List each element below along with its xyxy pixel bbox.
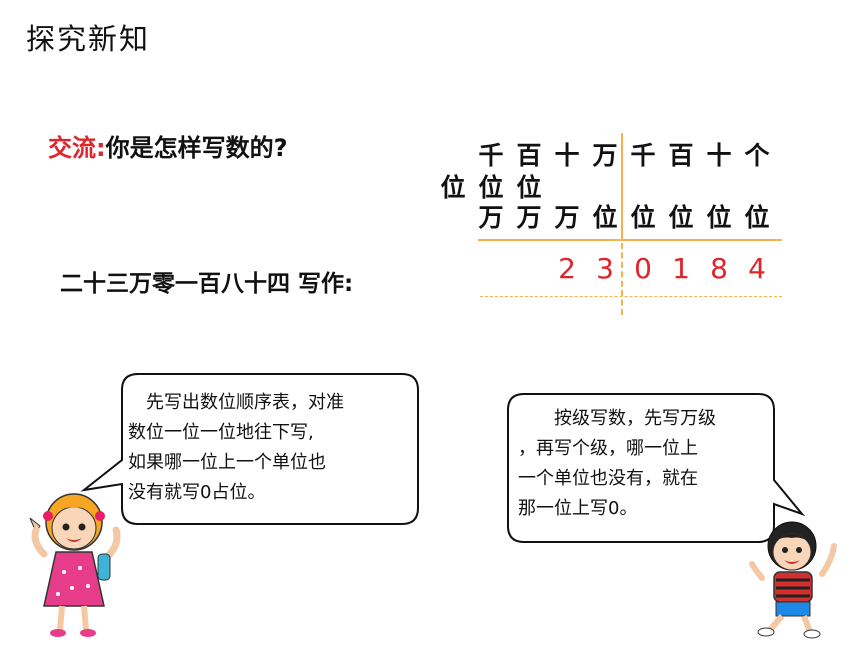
place-cell: 万 [592,141,618,170]
place-cell: 百 [668,141,694,170]
prompt-question: 你是怎样写数的? [105,134,288,162]
place-cell: 位 [516,173,542,202]
place-cell: 位 [478,173,504,202]
discussion-prompt: 交流:你是怎样写数的? [48,128,288,163]
place-cell: 十 [706,141,732,170]
girl-character-illustration [29,493,121,637]
table-baseline-dashed [480,296,782,297]
digit: 2 [558,252,576,285]
speech-bubble-left [80,373,419,525]
prompt-label: 交流: [48,134,106,162]
digit: 0 [634,252,652,285]
place-cell: 位 [668,203,694,232]
digit: 4 [748,252,766,285]
place-cell: 万 [516,203,542,232]
digit: 8 [710,252,728,285]
table-header-rule [478,239,782,241]
place-cell: 百 [516,141,542,170]
page-title: 探究新知 [26,22,151,56]
bubble-text-left: 先写出数位顺序表，对准 数位一位一位地往下写, 如果哪一位上一个单位也 没有就写… [128,392,344,503]
number-in-words: 二十三万零一百八十四 写作: [60,271,354,297]
place-cell: 位 [706,203,732,232]
place-cell: 位 [592,203,618,232]
place-row-2: 位 位 位 [434,168,548,204]
place-cell: 千 [478,141,504,170]
place-row-3: 万 万 万 位 位 位 位 位 [472,198,776,234]
bubble-text-right: 按级写数，先写万级 ，再写个级，哪一位上 一个单位也没有，就在 那一位上写0。 [518,408,716,519]
place-cell: 千 [630,141,656,170]
place-cell: 位 [440,173,466,202]
place-cell: 万 [554,203,580,232]
place-row-1: 千 百 十 万 千 百 十 个 [472,136,776,172]
written-number: 2 3 0 1 8 4 [548,252,776,285]
class-divider-line [621,133,623,241]
place-cell: 万 [478,203,504,232]
class-divider-dashed [621,243,623,315]
digit: 3 [596,252,614,285]
boy-character-illustration [749,521,837,639]
digit: 1 [672,252,690,285]
place-cell: 位 [744,203,770,232]
speech-bubble-right [507,393,806,543]
place-cell: 十 [554,141,580,170]
place-cell: 个 [744,141,770,170]
place-cell: 位 [630,203,656,232]
